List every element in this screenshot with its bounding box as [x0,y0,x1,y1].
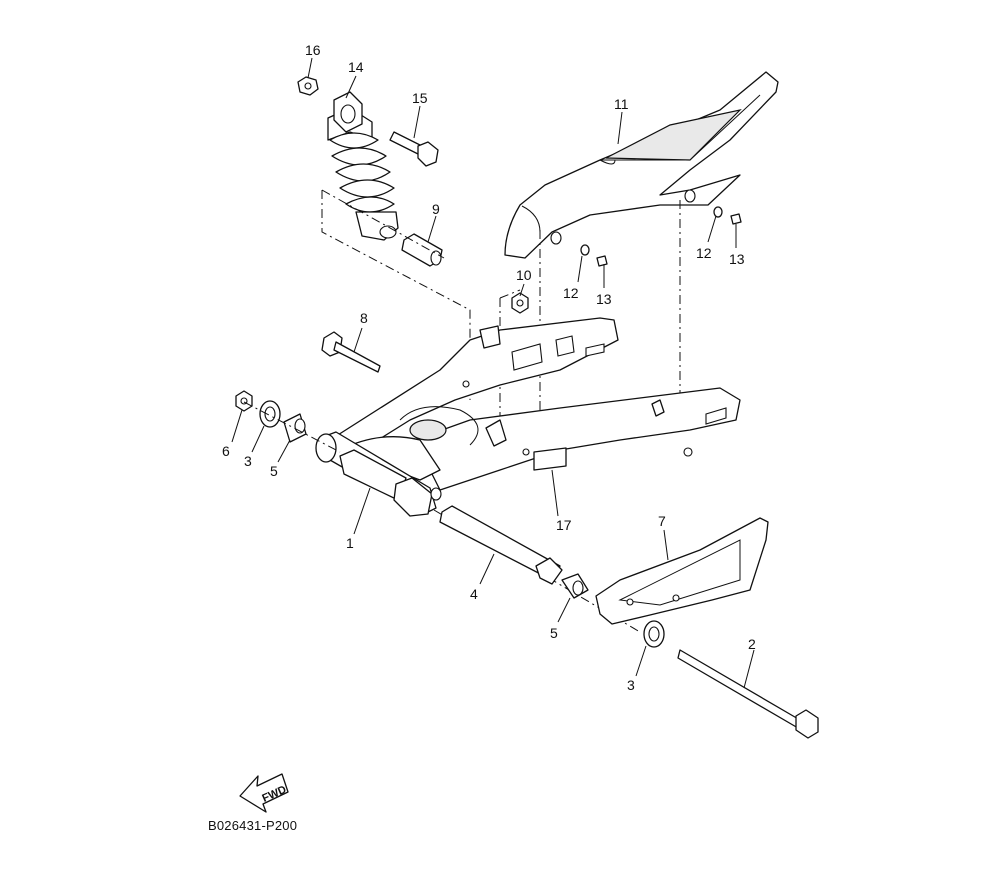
rear-shock-absorber [327,91,399,241]
callout-12-right: 12 [696,245,712,261]
callout-10: 10 [516,267,532,283]
callout-labels: 16 14 15 9 10 11 12 13 12 13 8 6 3 5 1 1… [222,42,756,693]
callout-3-right: 3 [627,677,635,693]
callout-8: 8 [360,310,368,326]
shock-collar [401,233,443,267]
callout-1: 1 [346,535,354,551]
callout-16: 16 [305,42,321,58]
callout-6: 6 [222,443,230,459]
leader-lines [231,57,755,689]
chain-case-nut [511,292,529,314]
pivot-bushing-right [561,573,589,599]
callout-5-left: 5 [270,463,278,479]
pivot-collar-right [643,620,665,648]
callout-2: 2 [748,636,756,652]
callout-3-left: 3 [244,453,252,469]
swingarm-bolt-8 [321,331,381,373]
callout-12-left: 12 [563,285,579,301]
drawing-code: B026431-P200 [208,818,298,833]
callout-13-left: 13 [596,291,612,307]
shock-upper-bolt [389,131,439,167]
callout-15: 15 [412,90,428,106]
callout-7: 7 [658,513,666,529]
chain-case [504,71,779,259]
pivot-shaft [439,505,563,585]
swingarm [315,317,741,517]
callout-14: 14 [348,59,364,75]
pivot-bolt [677,649,819,739]
callout-11: 11 [614,96,629,112]
callout-9: 9 [432,201,440,217]
chain-guard [595,517,769,625]
callout-17: 17 [556,517,572,533]
callout-4: 4 [470,586,478,602]
left-pivot-parts [235,390,307,443]
chain-case-fasteners [580,206,742,267]
callout-5-right: 5 [550,625,558,641]
callout-13-right: 13 [729,251,745,267]
shock-upper-nut [297,76,319,96]
fwd-arrow-icon: FWD [239,773,289,813]
